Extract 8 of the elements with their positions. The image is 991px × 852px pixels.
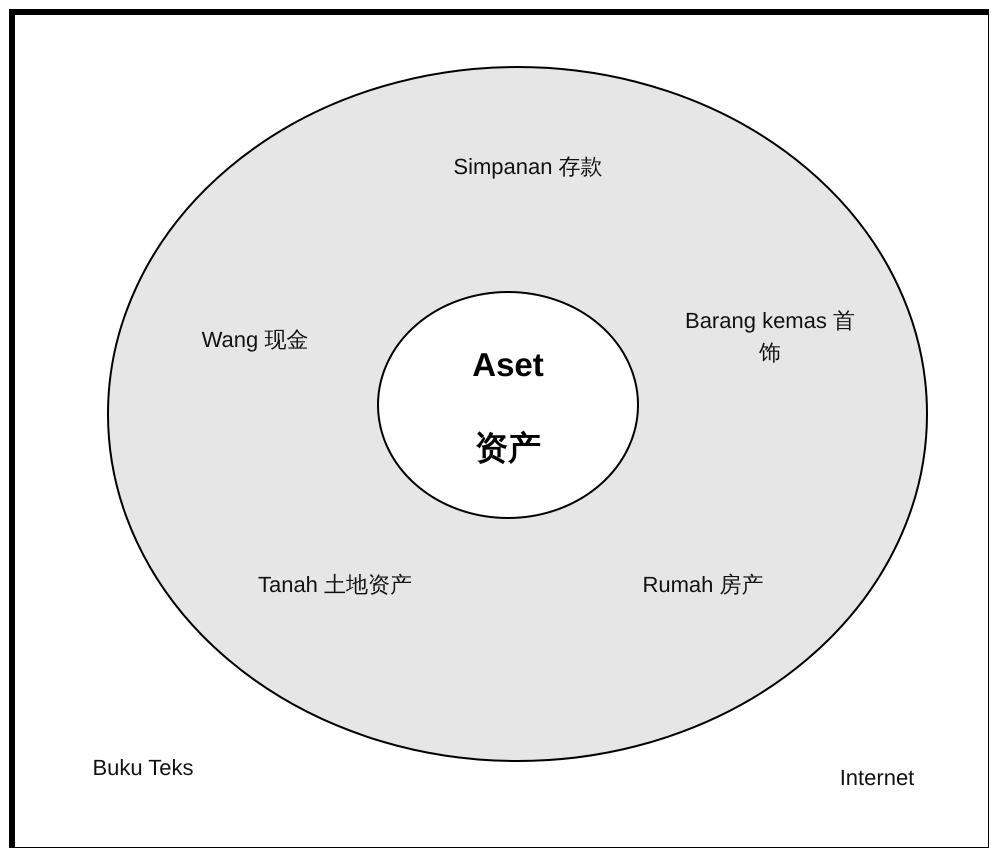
source-note: Internet <box>838 764 916 792</box>
category-label: Tanah 土地资产 <box>256 571 414 600</box>
category-label: Wang 现金 <box>200 326 310 354</box>
category-label: Simpanan 存款 <box>452 153 604 182</box>
category-label: Barang kemas 首饰 <box>684 307 856 367</box>
category-label: Rumah 房产 <box>641 571 765 600</box>
source-note: Buku Teks <box>91 754 195 782</box>
center-circle: Aset 资产 <box>377 291 639 519</box>
